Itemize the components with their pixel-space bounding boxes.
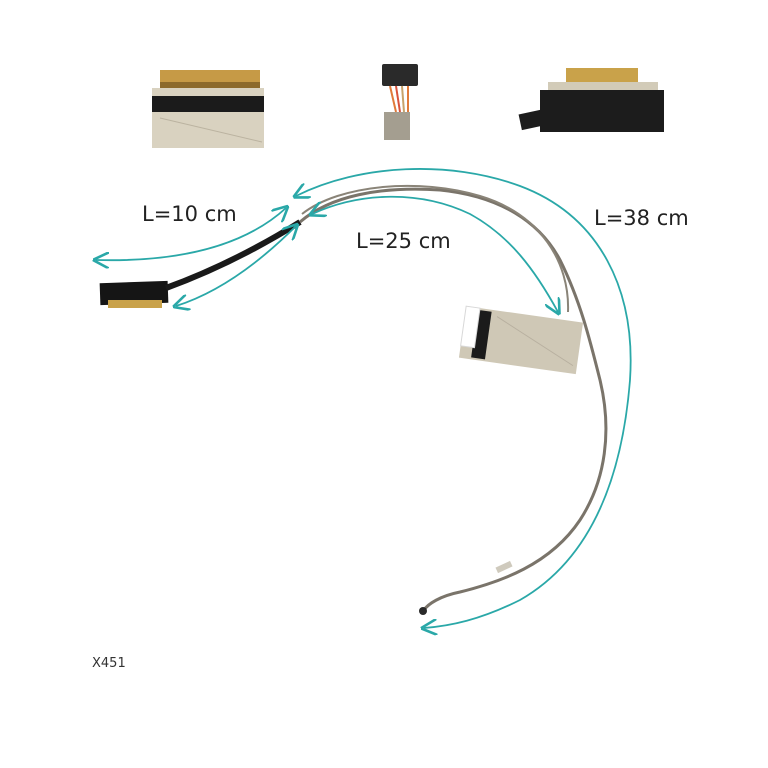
model-label: X451 [92, 656, 126, 671]
measure-arrow-25cm [312, 195, 558, 312]
wide-lvds-connector-icon [152, 70, 264, 148]
length-label-25cm: L=25 cm [356, 229, 451, 253]
taped-edge-connector-icon [518, 68, 664, 132]
length-label-10cm: L=10 cm [142, 202, 237, 226]
small-power-connector-icon [382, 64, 418, 140]
measure-arrow-10cm [96, 208, 296, 306]
length-label-38cm: L=38 cm [594, 206, 689, 230]
measure-arrow-38cm [296, 168, 632, 628]
lcd-flex-cable [99, 184, 608, 615]
